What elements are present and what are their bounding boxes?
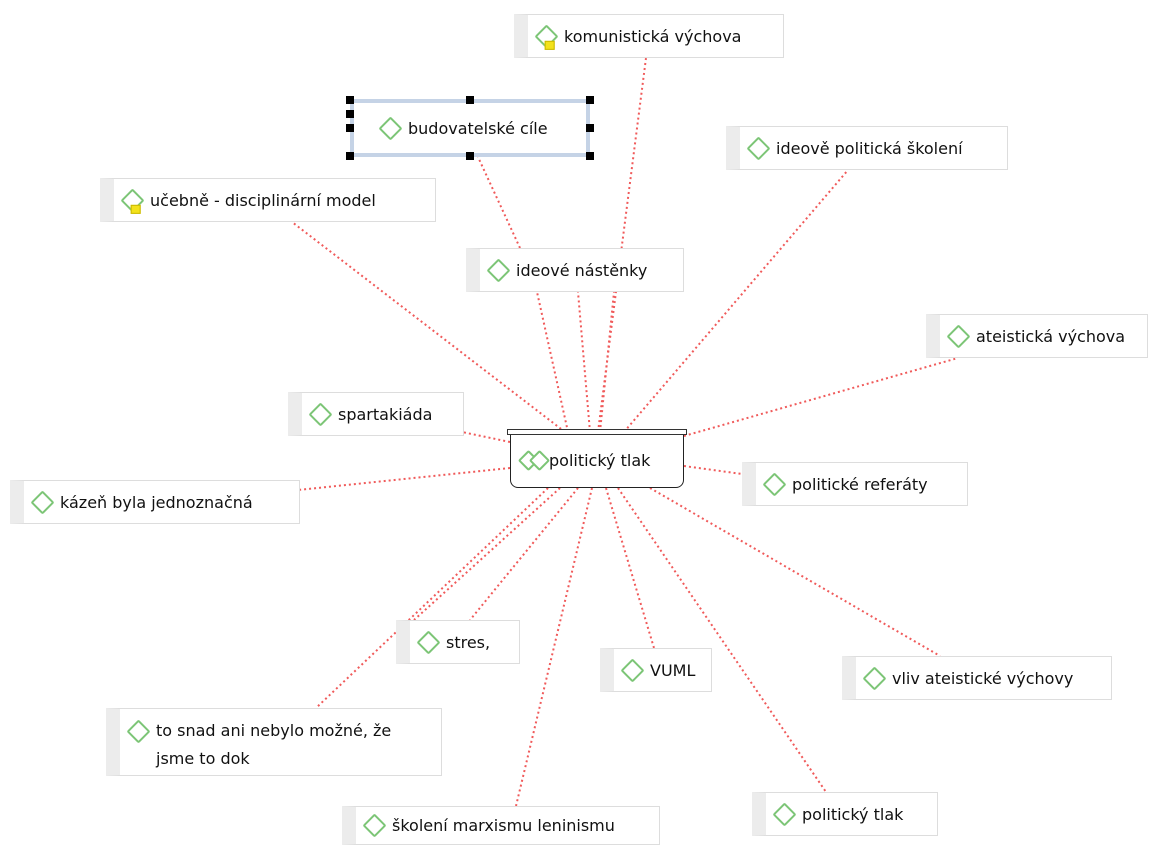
resize-handle[interactable] bbox=[586, 152, 594, 160]
code-node[interactable]: kázeň byla jednoznačná bbox=[10, 480, 300, 524]
link-ateisticka-vychova bbox=[683, 357, 959, 437]
code-icon bbox=[534, 23, 559, 50]
link-spartakiada bbox=[461, 431, 511, 443]
link-politicke-referaty bbox=[683, 465, 743, 475]
resize-handle[interactable] bbox=[586, 96, 594, 104]
link-stres-b bbox=[469, 487, 579, 621]
code-node[interactable]: stres, bbox=[396, 620, 520, 664]
node-label: stres, bbox=[446, 632, 491, 652]
node-label: ateistická výchova bbox=[976, 326, 1126, 346]
link-stres-a bbox=[413, 487, 561, 621]
memo-icon bbox=[130, 204, 141, 214]
center-node[interactable]: politický tlak bbox=[507, 429, 687, 488]
link-kazen-byla-jednoznacna bbox=[297, 467, 511, 491]
code-icon bbox=[772, 801, 797, 827]
code-node[interactable]: VUML bbox=[600, 648, 712, 692]
link-ideove-nastenky-c bbox=[599, 291, 615, 433]
code-icon bbox=[120, 187, 145, 214]
code-icon bbox=[486, 257, 511, 283]
code-node[interactable]: učebně - disciplinární model bbox=[100, 178, 436, 222]
resize-handle[interactable] bbox=[466, 96, 474, 104]
code-node[interactable]: ideové nástěnky bbox=[466, 248, 684, 292]
code-icon bbox=[746, 135, 771, 161]
resize-handle[interactable] bbox=[346, 152, 354, 160]
link-skoleni-marxismu bbox=[515, 487, 593, 807]
node-label: politické referáty bbox=[792, 474, 928, 494]
code-icon bbox=[30, 489, 55, 515]
node-label: ideové nástěnky bbox=[516, 260, 648, 280]
code-node[interactable]: ateistická výchova bbox=[926, 314, 1148, 358]
code-node[interactable]: to snad ani nebylo možné, že jsme to dok bbox=[106, 708, 442, 776]
code-icon bbox=[378, 115, 403, 141]
node-label: ideově politická školení bbox=[776, 138, 963, 158]
link-to-snad-ani bbox=[315, 487, 549, 709]
link-vuml bbox=[605, 487, 655, 649]
code-icon bbox=[862, 665, 887, 691]
resize-handle[interactable] bbox=[346, 96, 354, 104]
node-label: kázeň byla jednoznačná bbox=[60, 492, 253, 512]
code-icon bbox=[308, 401, 333, 427]
code-icon bbox=[762, 471, 787, 497]
link-ideove-politicka-skoleni bbox=[623, 169, 849, 433]
resize-handle[interactable] bbox=[586, 124, 594, 132]
resize-handle[interactable] bbox=[466, 152, 474, 160]
link-budovatelske-cile bbox=[477, 156, 521, 249]
node-label: učebně - disciplinární model bbox=[150, 190, 376, 210]
code-node[interactable]: politické referáty bbox=[742, 462, 968, 506]
link-ideove-nastenky-a bbox=[536, 291, 569, 433]
node-label: školení marxismu leninismu bbox=[392, 816, 615, 835]
node-label: VUML bbox=[650, 660, 696, 680]
node-label: budovatelské cíle bbox=[408, 118, 548, 138]
resize-handle[interactable] bbox=[346, 124, 354, 132]
code-node[interactable]: spartakiáda bbox=[288, 392, 464, 436]
link-politicky-tlak-2 bbox=[617, 487, 827, 793]
code-node[interactable]: ideově politická školení bbox=[726, 126, 1008, 170]
node-label: spartakiáda bbox=[338, 404, 433, 424]
code-node[interactable]: vliv ateistické výchovy bbox=[842, 656, 1112, 700]
node-label: komunistická výchova bbox=[564, 26, 742, 46]
code-node[interactable]: školení marxismu leninismu bbox=[342, 806, 660, 845]
memo-icon bbox=[544, 40, 555, 50]
code-node[interactable]: komunistická výchova bbox=[514, 14, 784, 58]
code-icon bbox=[126, 719, 151, 744]
center-node-tab bbox=[507, 429, 687, 435]
code-node[interactable]: politický tlak bbox=[752, 792, 938, 836]
selected-code-node[interactable]: budovatelské cíle bbox=[350, 99, 590, 157]
node-label: to snad ani nebylo možné, že jsme to dok bbox=[156, 721, 392, 768]
link-vliv-ateisticke-vychovy bbox=[649, 487, 941, 657]
code-icon bbox=[620, 657, 645, 683]
code-icon bbox=[416, 629, 441, 655]
resize-handle[interactable] bbox=[346, 110, 354, 118]
center-node-label: politický tlak bbox=[549, 450, 651, 470]
code-group-icon bbox=[517, 449, 551, 471]
node-label: vliv ateistické výchovy bbox=[892, 668, 1074, 688]
code-icon bbox=[946, 323, 971, 349]
link-ideove-nastenky-b bbox=[577, 291, 591, 433]
node-label: politický tlak bbox=[802, 804, 904, 824]
code-icon bbox=[362, 813, 387, 838]
